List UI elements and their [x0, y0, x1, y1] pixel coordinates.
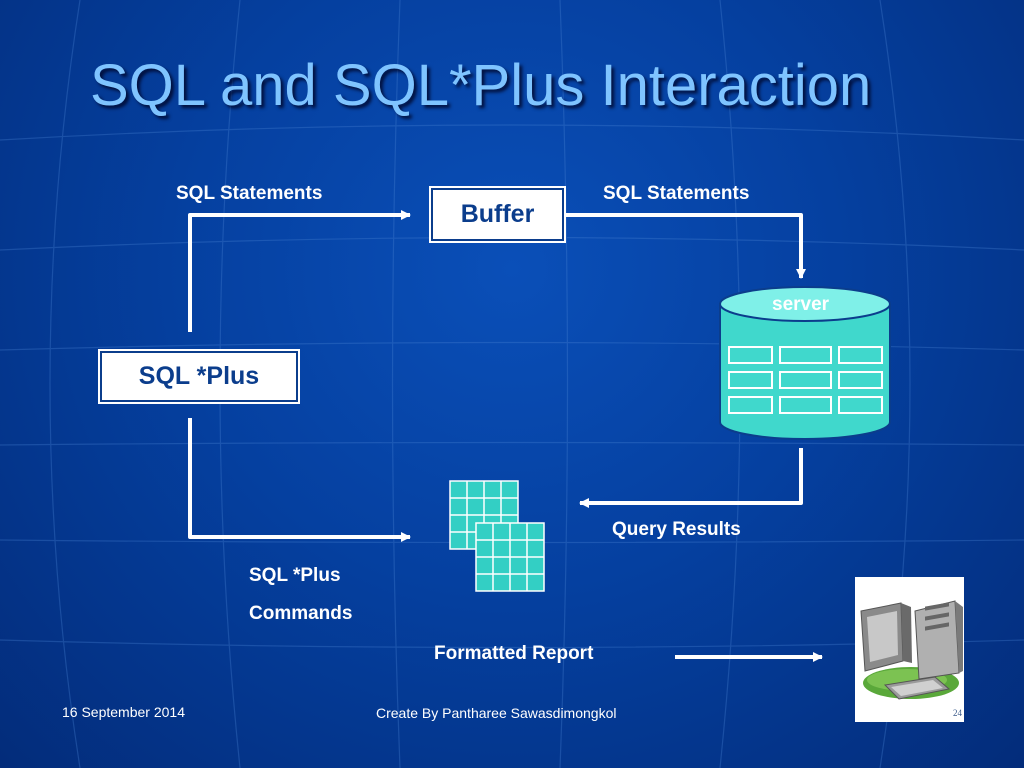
arrow-buffer-to-server	[562, 213, 806, 279]
sqlplus-commands-label-line2: Commands	[249, 603, 353, 624]
result-tables-icon	[449, 480, 545, 592]
server-label: server	[772, 294, 830, 315]
sqlplus-commands-label-line1: SQL *Plus	[249, 565, 341, 586]
arrow-sqlplus-to-results	[188, 418, 411, 542]
slide-title: SQL and SQL*Plus Interaction	[90, 53, 872, 118]
footer-date: 16 September 2014	[62, 704, 185, 720]
computer-icon	[860, 600, 963, 700]
query-results-label: Query Results	[612, 519, 741, 540]
buffer-box: Buffer	[431, 188, 564, 241]
server-database-icon	[719, 286, 891, 440]
formatted-report-label: Formatted Report	[434, 643, 594, 664]
sql-statements-label-right: SQL Statements	[603, 183, 750, 204]
computer-image	[855, 577, 964, 722]
page-number: 24	[953, 708, 962, 718]
result-table-front	[475, 522, 545, 592]
arrow-server-to-results	[579, 448, 803, 508]
sql-statements-label-left: SQL Statements	[176, 183, 323, 204]
footer-credit: Create By Pantharee Sawasdimongkol	[376, 705, 617, 721]
sqlplus-box: SQL *Plus	[100, 351, 298, 402]
arrow-sqlplus-to-buffer	[188, 210, 411, 332]
